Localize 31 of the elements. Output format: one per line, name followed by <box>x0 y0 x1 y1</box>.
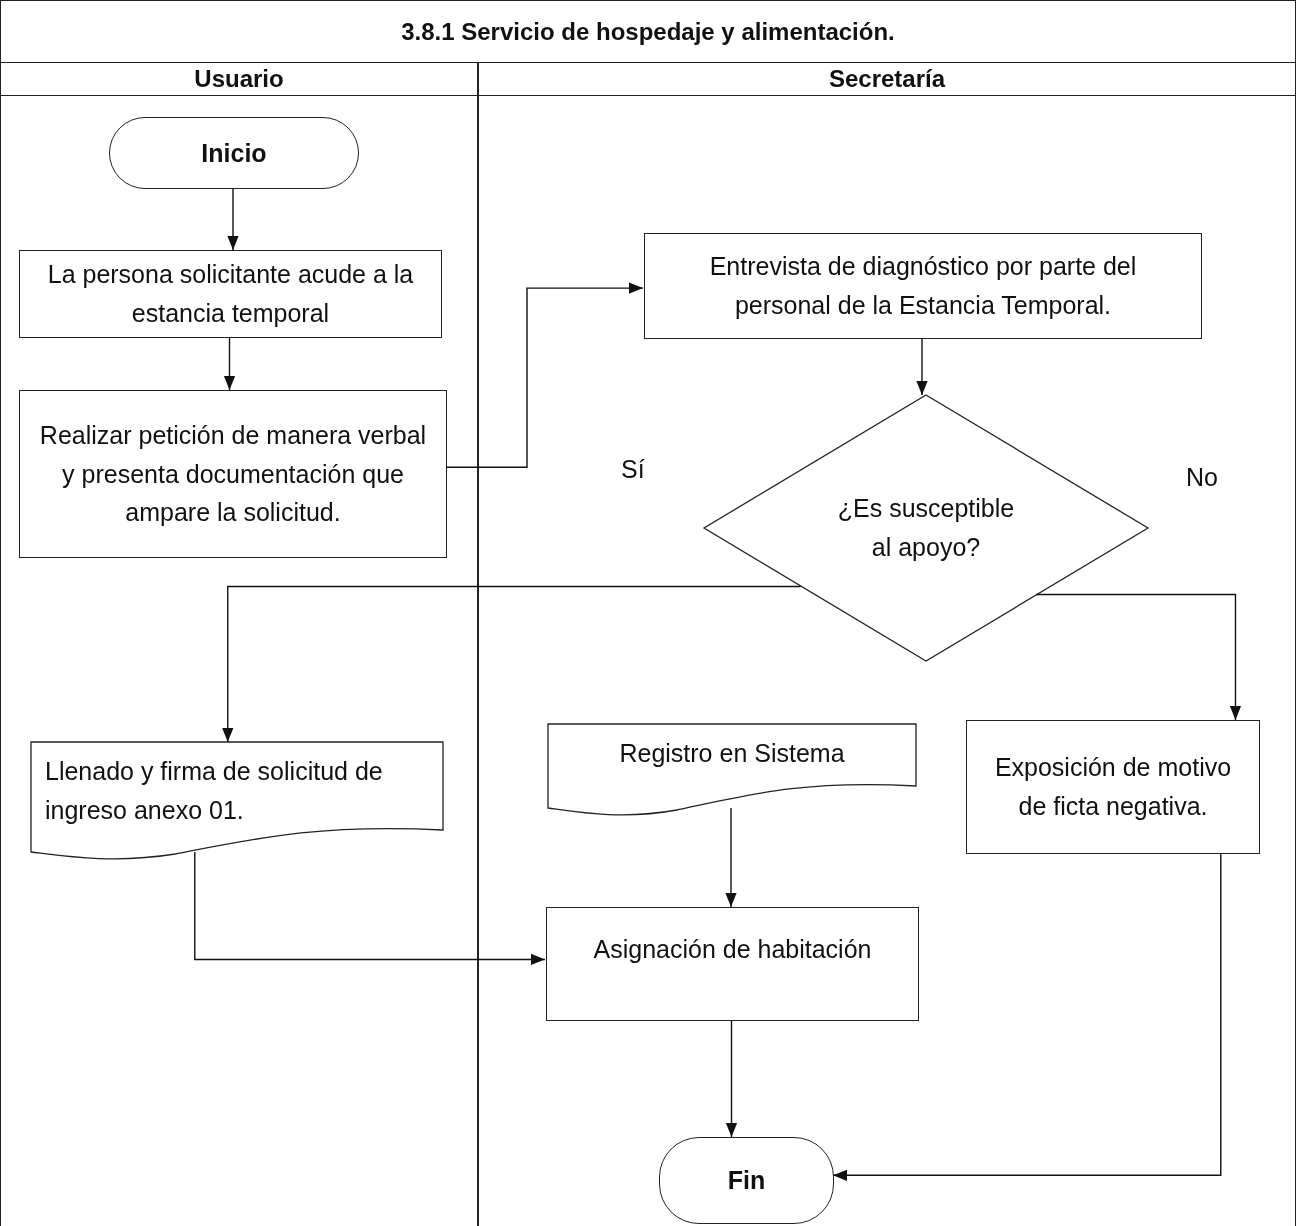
arrow <box>445 282 644 468</box>
arrow <box>1035 593 1242 721</box>
node-text: Fin <box>727 1165 766 1197</box>
node-text: La persona solicitante acude a la estancia temporal <box>46 259 415 329</box>
node-text: Inicio <box>201 137 267 169</box>
process-box <box>19 250 442 338</box>
node-text: Llenado y firma de solicitud de ingreso anexo 01. <box>45 756 384 826</box>
process-box <box>546 907 919 1021</box>
lane-header: Secretaría <box>479 62 1295 96</box>
arrow <box>725 807 737 908</box>
diagram-title: 3.8.1 Servicio de hospedaje y alimentación. <box>0 0 1296 63</box>
swimlane <box>0 62 478 1226</box>
process-box <box>644 233 1202 339</box>
decision-diamond <box>704 395 1148 661</box>
arrow <box>832 853 1222 1181</box>
process-box <box>19 390 447 558</box>
node-text: Asignación de habitación <box>593 934 872 965</box>
node-text: Exposición de motivo de ficta negativa. <box>993 752 1233 822</box>
lane-header: Usuario <box>1 62 477 96</box>
node-text: ¿Es susceptible al apoyo? <box>836 493 1016 563</box>
arrow <box>227 188 239 251</box>
node-text: Registro en Sistema <box>619 738 845 769</box>
node-text: Realizar petición de manera verbal y presenta documentación que ampare la solicitud. <box>38 419 428 529</box>
node-text: Entrevista de diagnóstico por parte del personal de la Estancia Temporal. <box>708 251 1138 321</box>
arrow <box>222 585 802 743</box>
arrow <box>916 338 928 396</box>
arrow <box>223 337 236 391</box>
arrow <box>725 1020 738 1138</box>
process-box <box>966 720 1260 854</box>
swimlane <box>478 62 1296 1226</box>
arrow <box>194 851 546 966</box>
